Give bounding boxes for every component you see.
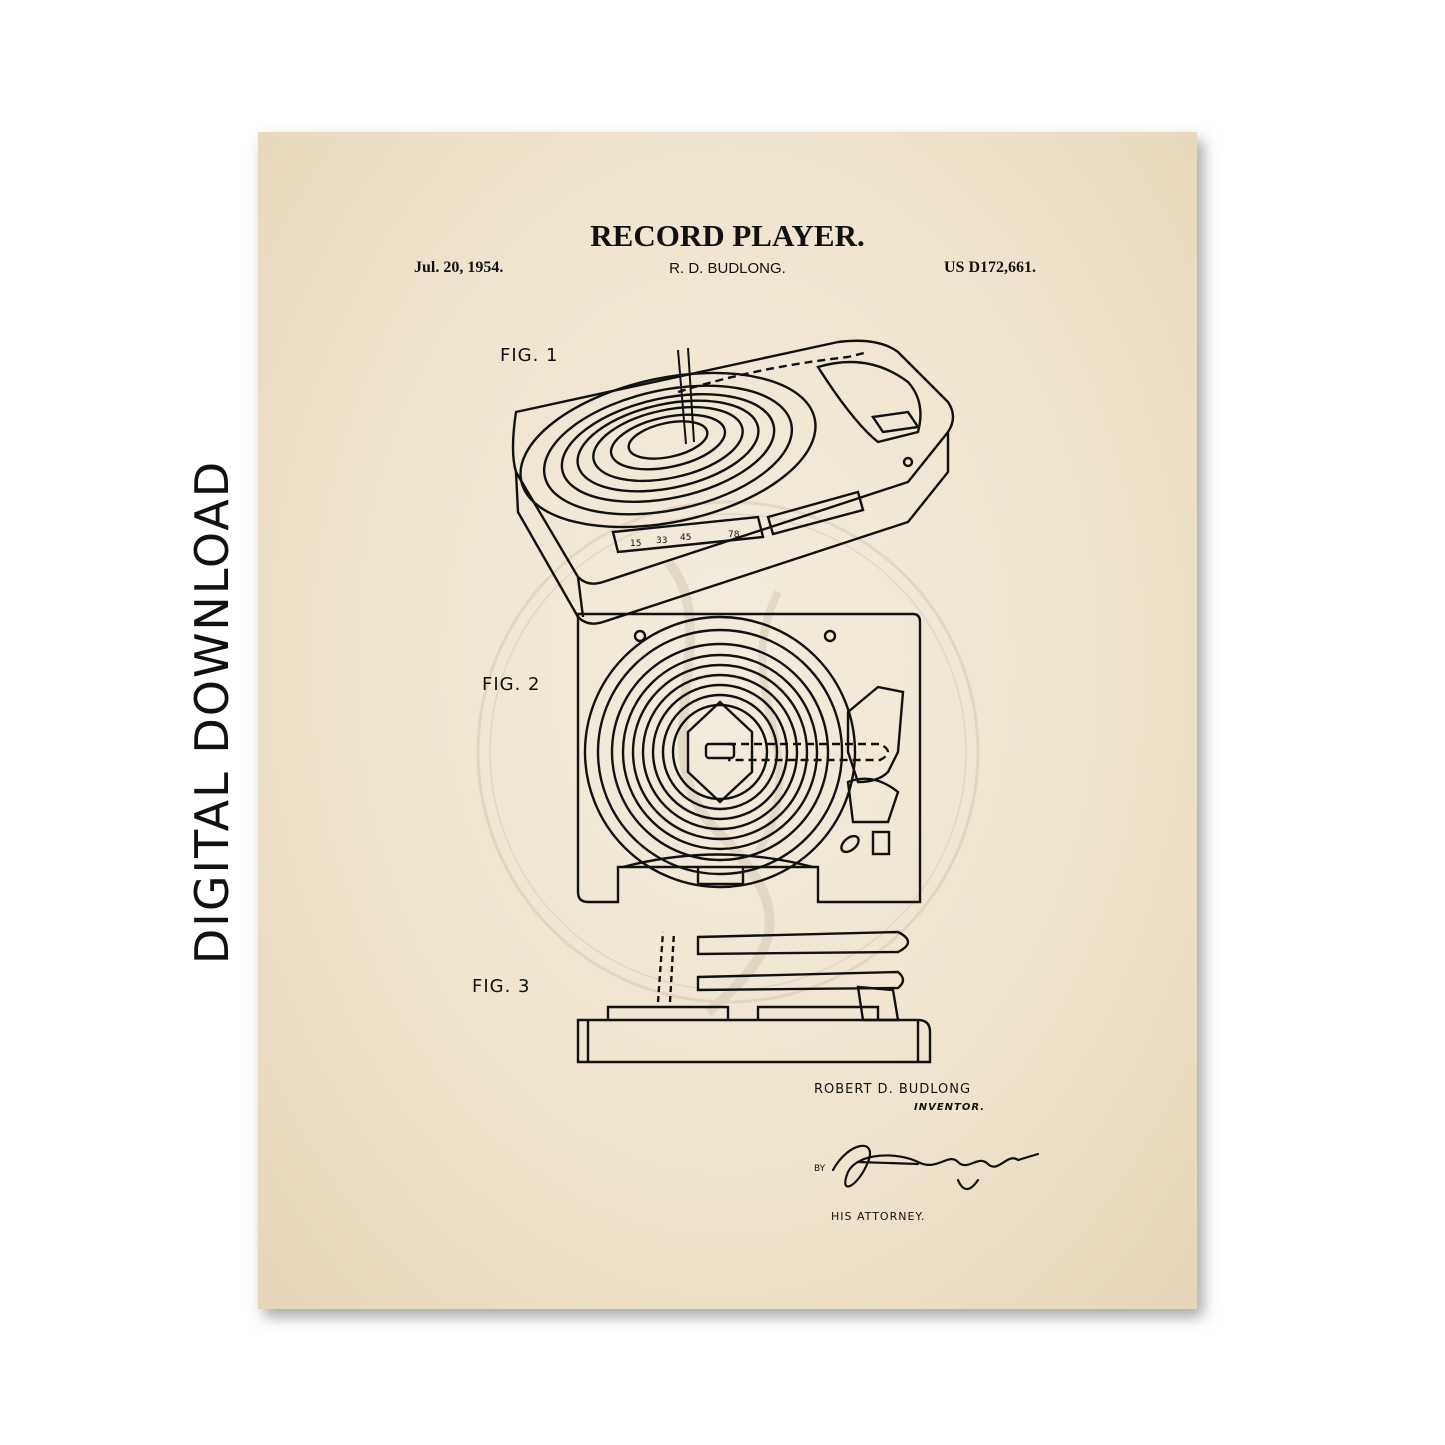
patent-date: Jul. 20, 1954. [414,259,504,276]
patent-poster: 15 33 45 78 RECORD PLAYER. Jul. 20, 1954. R… [258,132,1197,1309]
patent-drawing: 15 33 45 78 [476,339,1040,1191]
speed-mark-45: 45 [680,533,691,543]
fig3-drawing [576,930,932,1064]
fig3-label: FIG. 3 [472,976,531,997]
patent-title: RECORD PLAYER. [590,218,865,253]
attorney-signature [831,1144,1040,1191]
patent-number: US D172,661. [943,259,1036,276]
fig2-label: FIG. 2 [482,674,541,695]
speed-mark-78: 78 [728,530,740,540]
fig2-drawing [576,612,922,904]
signature-block: ROBERT D. BUDLONG INVENTOR. BY HIS ATTOR… [814,1082,984,1223]
speed-mark-15: 15 [630,539,641,549]
inventor-name: ROBERT D. BUDLONG [814,1082,972,1097]
fig1-drawing [511,339,955,625]
attorney-role: HIS ATTORNEY. [831,1210,926,1223]
speed-mark-33: 33 [656,536,667,546]
watermark-logo [476,500,980,1016]
fig1-label: FIG. 1 [500,345,559,366]
digital-download-banner: DIGITAL DOWNLOAD [185,459,239,965]
signature-by: BY [814,1164,826,1174]
inventor-role: INVENTOR. [914,1102,986,1113]
patent-inventor: R. D. BUDLONG. [669,260,786,277]
